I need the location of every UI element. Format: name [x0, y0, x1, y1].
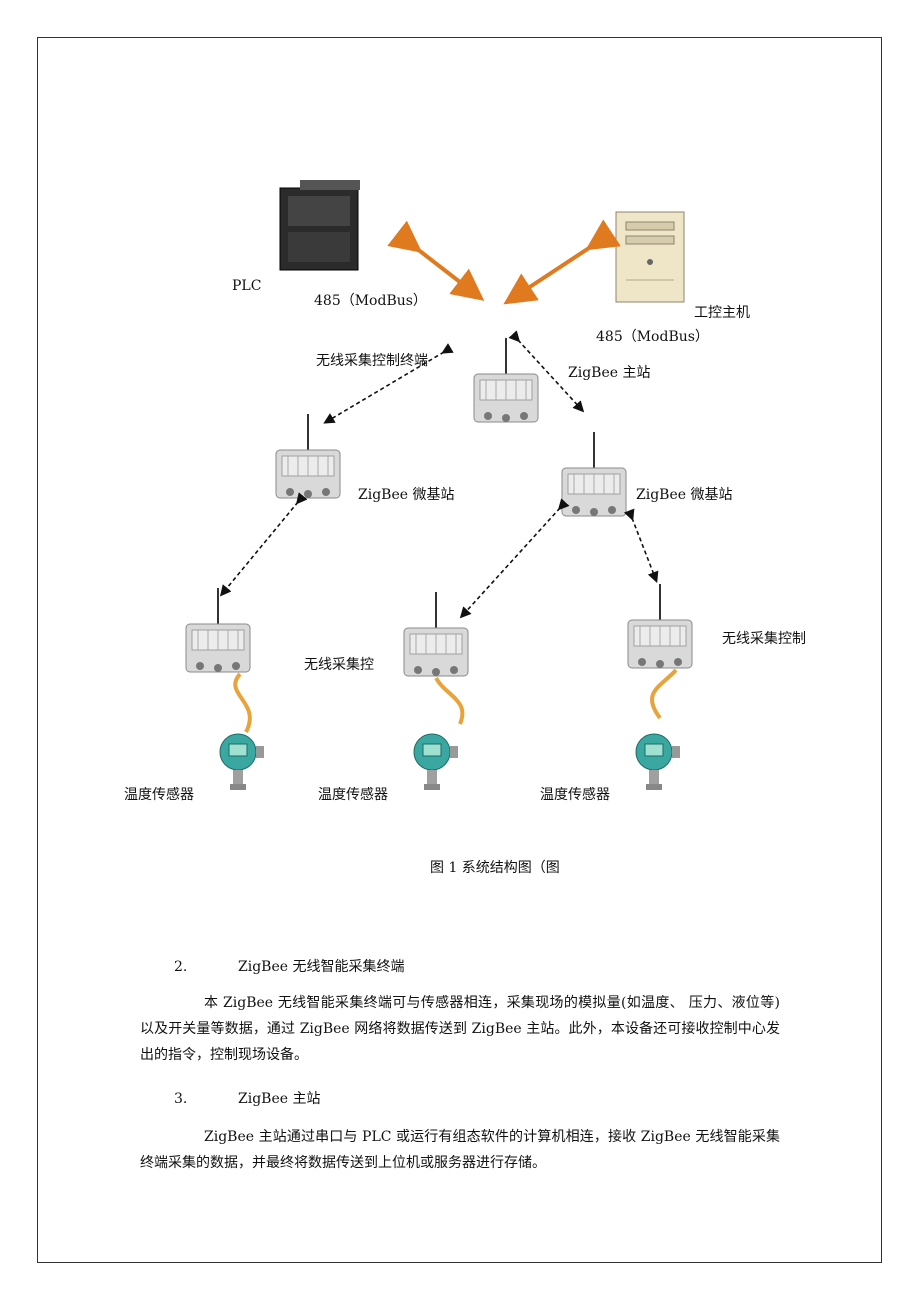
section-3-paragraph: ZigBee 主站通过串口与 PLC 或运行有组态软件的计算机相连，接收 Zig…	[140, 1129, 780, 1171]
plc-device-icon	[279, 180, 360, 271]
collector-left-device	[185, 587, 251, 673]
cable-left	[233, 672, 252, 733]
section-3-number: 3.	[174, 1091, 188, 1107]
system-structure-diagram	[185, 180, 693, 791]
sensor-3-label: 温度传感器	[540, 787, 610, 803]
section-2-heading: 2. ZigBee 无线智能采集终端	[174, 956, 404, 976]
modbus-right-label: 485（ModBus）	[596, 329, 709, 345]
terminal-top-label: 无线采集控制终端	[316, 353, 428, 369]
link-master-micro-left	[323, 343, 454, 424]
link-micro-right-collector-right	[623, 508, 659, 583]
sensor-2-label: 温度传感器	[318, 787, 388, 803]
plc-link-arrow	[387, 220, 485, 301]
section-2-paragraph: 本 ZigBee 无线智能采集终端可与传感器相连，采集现场的模拟量(如温度、 压…	[140, 995, 780, 1063]
collector-mid-label: 无线采集控	[304, 657, 374, 673]
plc-label: PLC	[232, 278, 262, 294]
temperature-sensor-mid	[413, 733, 459, 791]
section-2-number: 2.	[174, 959, 188, 975]
micro-right-label: ZigBee 微基站	[636, 487, 733, 503]
temperature-sensor-left	[219, 733, 265, 791]
modbus-left-label: 485（ModBus）	[314, 293, 427, 309]
figure-caption: 图 1 系统结构图（图	[430, 860, 560, 876]
section-3-title: ZigBee 主站	[238, 1091, 321, 1107]
collector-mid-device	[403, 591, 469, 677]
temperature-sensor-right	[635, 733, 681, 791]
link-micro-left-collector	[219, 492, 308, 597]
section-3-heading: 3. ZigBee 主站	[174, 1088, 320, 1108]
ipc-label: 工控主机	[694, 305, 750, 321]
micro-station-left-device	[275, 413, 341, 499]
micro-station-right-device	[561, 431, 627, 517]
cable-right	[650, 668, 678, 720]
ipc-link-arrow	[503, 219, 621, 305]
section-2-title: ZigBee 无线智能采集终端	[238, 959, 405, 975]
cable-mid	[434, 676, 465, 725]
link-micro-right-collector-mid	[459, 498, 570, 619]
page-border	[37, 37, 882, 1263]
ipc-computer-icon	[615, 211, 685, 303]
collector-right-device	[627, 583, 693, 669]
link-master-micro-right	[508, 330, 585, 413]
collector-right-label: 无线采集控制	[722, 631, 806, 647]
sensor-1-label: 温度传感器	[124, 787, 194, 803]
master-label: ZigBee 主站	[568, 365, 651, 381]
micro-left-label: ZigBee 微基站	[358, 487, 455, 503]
